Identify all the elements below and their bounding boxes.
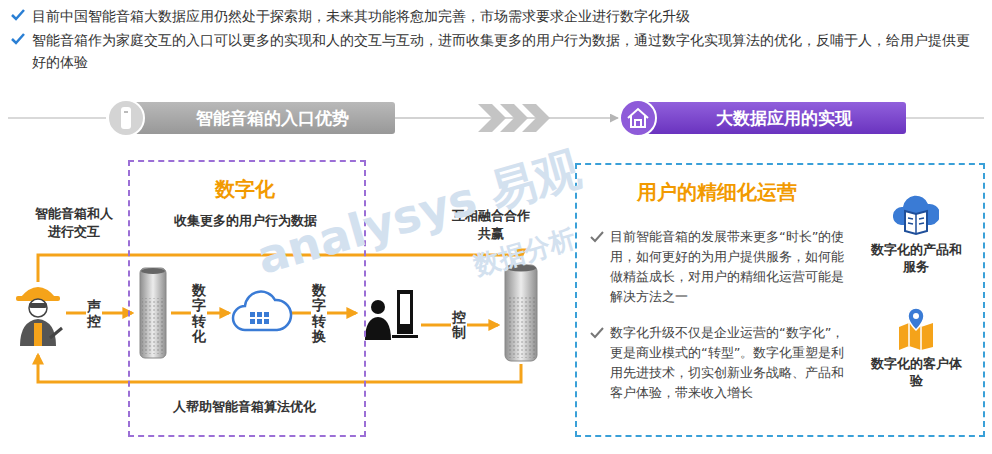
grid-cell (250, 319, 255, 324)
goggles (29, 303, 47, 308)
chevron (478, 104, 506, 132)
book-icon (893, 191, 939, 237)
spk-icon (106, 98, 146, 138)
icon-item: 数字化的客户体验 (869, 305, 973, 405)
speaker-glyph-dot (124, 111, 128, 113)
bullet-text: 数字化升级不仅是企业运营的“数字化”，更是商业模式的“转型”。数字化重塑是利用先… (610, 323, 850, 403)
flow-note: 人帮助智能音箱算法优化 (130, 398, 358, 416)
flow-note: 智能音箱和人进行交互 (34, 205, 114, 241)
screen (400, 294, 410, 324)
speaker-glyph (121, 107, 131, 129)
icon-circle (620, 100, 656, 136)
grid-cell (257, 319, 262, 324)
icon-label: 数字化的客户体验 (869, 355, 963, 389)
bullet-text: 智能音箱作为家庭交互的入口可以更多的实现和人的交互与互动，进而收集更多的用户行为… (32, 29, 972, 73)
icon-circle (108, 100, 144, 136)
computer-user-icon (365, 290, 418, 340)
region-heading: 数字化 (136, 176, 354, 202)
arrow-label: 数字转换 (311, 281, 327, 347)
grid-cell (250, 312, 255, 317)
icon-item: 数字化的产品和服务 (869, 191, 973, 291)
connector-layer (395, 118, 618, 119)
dashed-region: 用户的精细化运营目前智能音箱的发展带来更多“时长”的使用，如何更好的为用户提供服… (575, 163, 985, 437)
speaker-body (505, 265, 537, 361)
rule-line (8, 117, 106, 119)
cloud-grid (250, 312, 269, 324)
tool (50, 328, 62, 338)
cloud-icon (233, 292, 291, 330)
loop-arrow (38, 355, 521, 382)
cloud (233, 292, 291, 330)
arrow-label: 控制 (451, 308, 467, 343)
check-mark (12, 34, 24, 43)
book-lines (908, 214, 924, 234)
check-stroke (591, 328, 603, 337)
arrow-label: 数字转化 (191, 281, 207, 347)
grid-cell (264, 312, 269, 317)
pin-dot (913, 313, 919, 319)
bullet-text: 目前智能音箱的发展带来更多“时长”的使用，如何更好的为用户提供服务，如何能做精益… (610, 227, 850, 307)
chevron (500, 104, 528, 132)
grid-cell (264, 319, 269, 324)
body (365, 317, 391, 340)
icon-label: 数字化的产品和服务 (869, 241, 963, 275)
dashed-region: 数字化收集更多的用户行为数据 (128, 160, 366, 437)
top-checks (12, 10, 24, 43)
head (371, 300, 385, 314)
speaker-grille (142, 298, 164, 354)
book-shape (905, 211, 927, 234)
house-icon (618, 98, 658, 138)
speaker-icon (505, 265, 537, 362)
band-title: 大数据应用的实现 (662, 102, 906, 134)
speaker-body (140, 268, 166, 358)
region-heading: 用户的精细化运营 (617, 179, 817, 205)
chevron (522, 104, 550, 132)
arrow-label: 声控 (86, 297, 102, 332)
rule-line (906, 117, 984, 119)
worker-icon (16, 287, 62, 346)
flow-connector (395, 117, 618, 119)
speaker-grille (507, 296, 535, 358)
map-icon (893, 305, 939, 351)
speaker-icon (140, 268, 166, 358)
vest-stripe (34, 323, 42, 346)
header-band: 智能音箱的入口优势 (106, 102, 395, 134)
house-glyph (628, 109, 648, 127)
speaker-top (141, 268, 165, 274)
monitor (397, 290, 413, 334)
grid-cell (257, 312, 262, 317)
body (20, 319, 56, 346)
check-mark (12, 10, 24, 19)
chevrons (478, 104, 550, 132)
pin-shape (908, 308, 924, 330)
check-stroke (591, 232, 603, 241)
face (29, 299, 47, 317)
monitor-base (392, 335, 418, 338)
check-mark (589, 230, 605, 244)
check-mark (589, 326, 605, 340)
band-title: 智能音箱的入口优势 (150, 102, 395, 134)
header-band: 大数据应用的实现 (618, 102, 906, 134)
bullet-text: 目前中国智能音箱大数据应用仍然处于探索期，未来其功能将愈加完善，市场需求要求企业… (32, 5, 982, 27)
